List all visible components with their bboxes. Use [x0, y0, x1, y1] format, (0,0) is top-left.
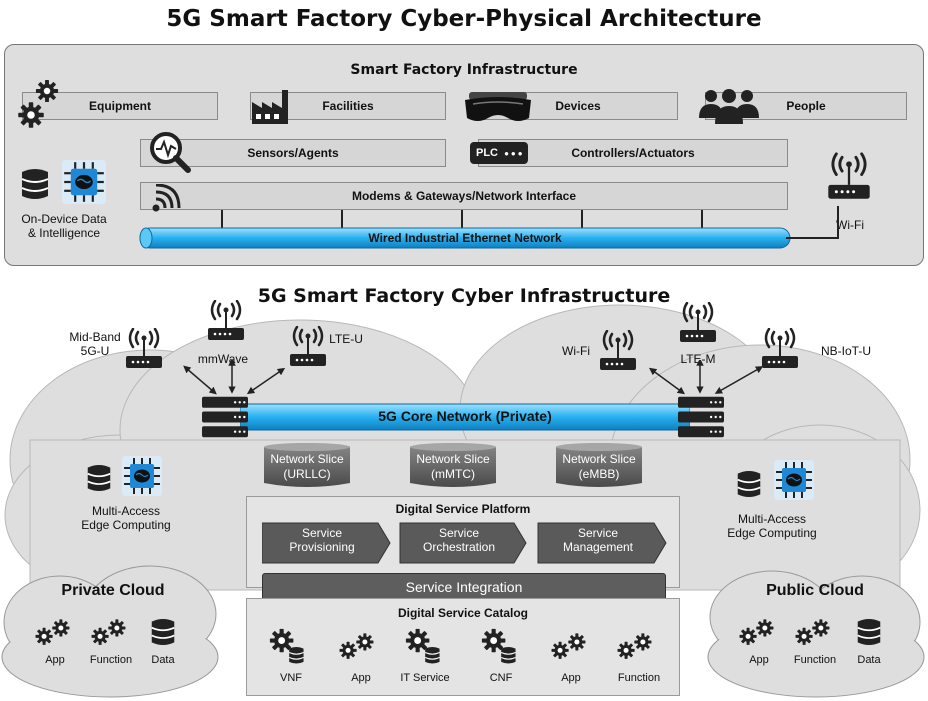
ltem-router-icon [678, 302, 718, 344]
public-app-gears-icon [738, 616, 780, 650]
catalog-panel [246, 598, 680, 696]
private-function-label: Function [89, 654, 133, 666]
nbiot-label: NB-IoT-U [820, 344, 871, 358]
mec-left-chip-icon [122, 456, 162, 496]
modems-bar: Modems & Gateways/Network Interface [140, 182, 788, 210]
catalog-app-gears-icon [338, 630, 380, 664]
platform-chevrons [262, 522, 667, 564]
on-device-label: On-Device Data & Intelligence [21, 212, 107, 241]
slice-urllc: Network Slice (URLLC) [264, 442, 350, 488]
service-management-label: Service Management [562, 526, 634, 555]
catalog-vnf-label: VNF [280, 672, 302, 684]
midband-label: Mid-Band 5G-U [69, 330, 121, 359]
service-integration-bar: Service Integration [262, 573, 666, 601]
main-title: 5G Smart Factory Cyber-Physical Architec… [166, 6, 762, 32]
plc-device: PLC ●●● [470, 142, 528, 164]
platform-title: Digital Service Platform [395, 502, 531, 516]
people-label: People [786, 99, 826, 113]
service-provisioning-label: Service Provisioning [289, 526, 355, 555]
mec-right-label: Multi-Access Edge Computing [727, 512, 817, 541]
devices-label: Devices [555, 99, 601, 113]
right-core-server-icon [678, 396, 724, 438]
sensor-magnifier-icon [150, 132, 191, 173]
private-data-icon [150, 618, 176, 646]
plc-leds-icon: ●●● [504, 149, 525, 158]
wireless-signal-icon [152, 184, 181, 212]
sensors-bar: Sensors/Agents [140, 139, 446, 167]
gears-icon [18, 79, 59, 128]
controllers-bar: Controllers/Actuators [478, 139, 788, 167]
ethernet-label: Wired Industrial Ethernet Network [368, 231, 562, 245]
ai-chip-icon [62, 160, 106, 204]
service-orchestration-label: Service Orchestration [422, 526, 496, 555]
public-app-label: App [749, 654, 769, 666]
private-cloud-title: Private Cloud [61, 582, 165, 599]
public-data-icon [856, 618, 882, 646]
slice-urllc-label: Network Slice (URLLC) [270, 452, 344, 481]
public-data-label: Data [857, 654, 881, 666]
facilities-label: Facilities [322, 99, 374, 113]
it-service-gear-stack-icon [402, 626, 448, 668]
cnf-gear-stack-icon [478, 626, 524, 668]
plc-badge: PLC [476, 147, 498, 159]
public-cloud-title: Public Cloud [766, 582, 864, 599]
vnf-gear-stack-icon [266, 626, 312, 668]
people-icon [699, 89, 759, 124]
left-core-server-icon [202, 396, 248, 438]
slice-mmtc-label: Network Slice (mMTC) [416, 452, 490, 481]
mec-left-database-icon [86, 464, 112, 492]
public-function-gears-icon [794, 616, 836, 650]
catalog-it-service-label: IT Service [400, 672, 450, 684]
wifi-label: Wi-Fi [836, 218, 864, 232]
catalog-title: Digital Service Catalog [397, 606, 529, 620]
slice-embb: Network Slice (eMBB) [556, 442, 642, 488]
radio-link-arrows [183, 360, 764, 395]
vr-headset-icon [465, 92, 531, 121]
cyber-title: 5G Smart Factory Cyber Infrastructure [257, 285, 671, 307]
equipment-label: Equipment [89, 99, 151, 113]
modems-label: Modems & Gateways/Network Interface [351, 189, 577, 203]
public-function-label: Function [793, 654, 837, 666]
core-network-pipe [240, 403, 690, 431]
sensors-label: Sensors/Agents [247, 146, 339, 160]
wifi-radio-label: Wi-Fi [562, 344, 590, 358]
private-app-label: App [45, 654, 65, 666]
mmwave-router-icon [206, 300, 246, 342]
slice-embb-label: Network Slice (eMBB) [562, 452, 636, 481]
physical-title: Smart Factory Infrastructure [350, 62, 578, 78]
mec-left-label: Multi-Access Edge Computing [81, 504, 171, 533]
catalog-function-label: Function [617, 672, 661, 684]
core-network-label: 5G Core Network (Private) [378, 408, 552, 424]
ltem-label: LTE-M [680, 352, 716, 366]
catalog-cnf-label: CNF [489, 672, 513, 684]
mec-right-database-icon [736, 470, 762, 498]
catalog-app-label: App [351, 672, 371, 684]
private-app-gears-icon [34, 616, 76, 650]
wifi-link-line [786, 206, 839, 239]
database-icon [21, 168, 49, 200]
catalog-app2-label: App [561, 672, 581, 684]
service-integration-label: Service Integration [405, 579, 523, 595]
factory-icon [252, 90, 288, 124]
private-data-label: Data [151, 654, 175, 666]
catalog-function-gears-icon [616, 630, 658, 664]
wifi-router-icon [826, 152, 872, 201]
catalog-app2-gears-icon [550, 630, 592, 664]
mec-right-chip-icon [774, 460, 814, 500]
private-function-gears-icon [90, 616, 132, 650]
slice-mmtc: Network Slice (mMTC) [410, 442, 496, 488]
controllers-label: Controllers/Actuators [571, 146, 695, 160]
lteu-label: LTE-U [329, 332, 363, 346]
